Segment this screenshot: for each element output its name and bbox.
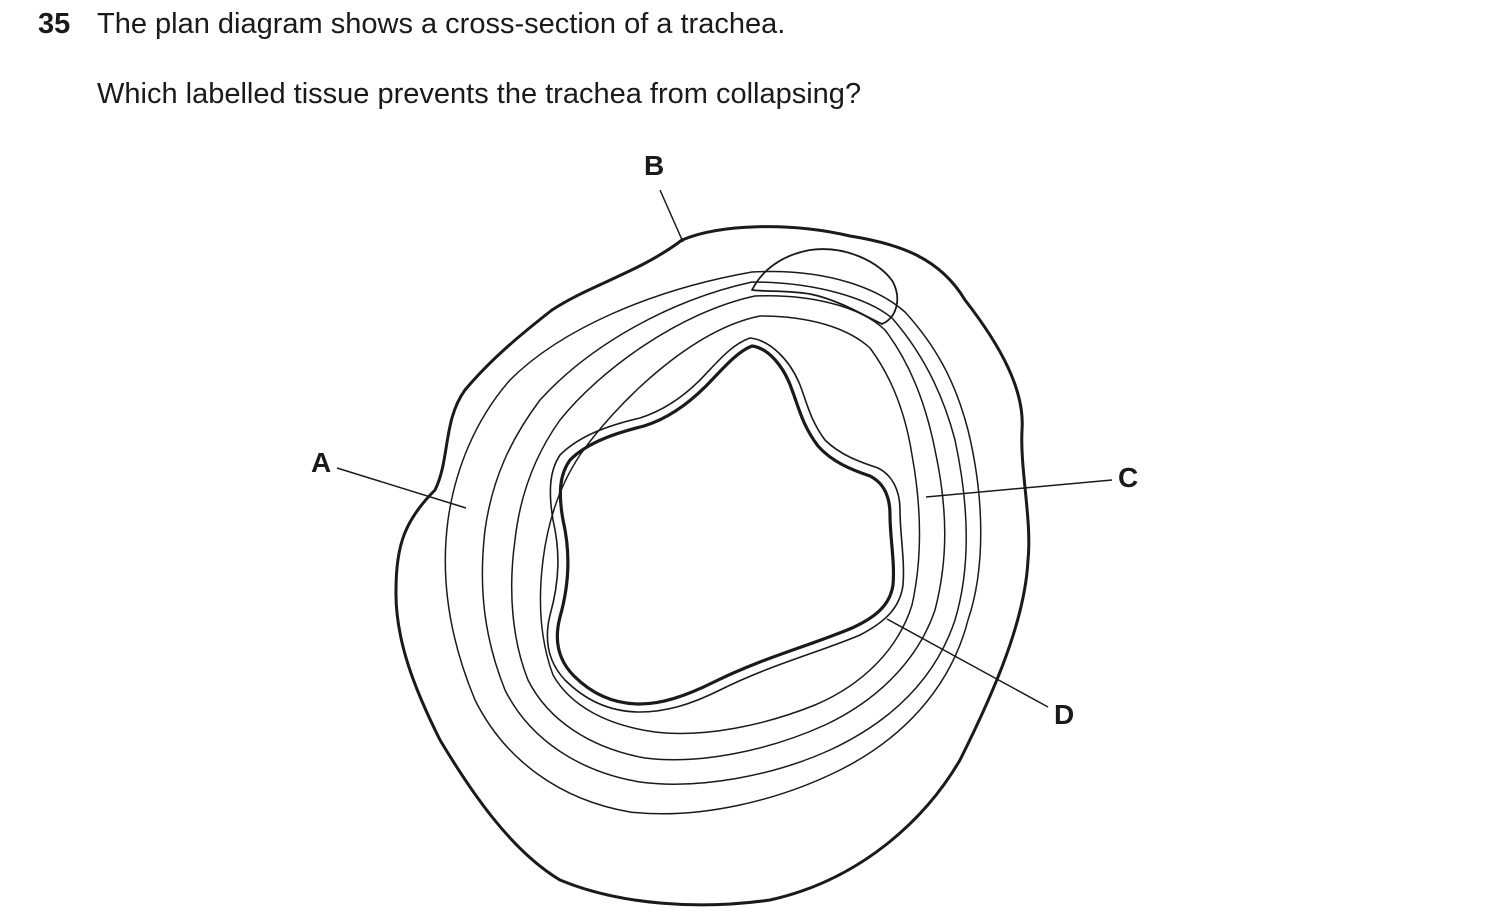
leader-line-d (886, 618, 1049, 708)
label-c: C (1118, 462, 1138, 493)
lumen-outer-line (546, 337, 905, 713)
ring-layer-a (444, 270, 982, 815)
label-b: B (644, 150, 664, 181)
ring-layer-c (510, 295, 946, 761)
ring-layer-4 (539, 315, 921, 735)
gland-lobe (751, 248, 899, 325)
question-prompt: Which labelled tissue prevents the trach… (97, 78, 862, 110)
leader-line-a (336, 467, 467, 509)
label-d: D (1054, 699, 1074, 730)
label-a: A (311, 447, 331, 478)
ring-layer-2 (481, 281, 967, 785)
question-number: 35 (38, 8, 71, 40)
question-statement: The plan diagram shows a cross-section o… (97, 8, 786, 40)
lumen-inner-line (555, 344, 896, 706)
outer-boundary (394, 225, 1031, 907)
leader-line-b (659, 189, 684, 243)
leader-line-c (925, 479, 1113, 498)
